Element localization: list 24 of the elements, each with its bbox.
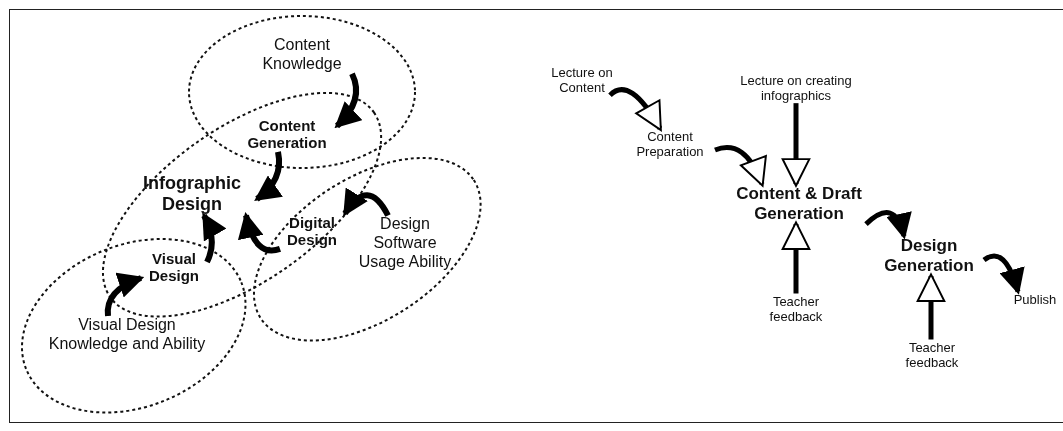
dotted-ellipse (252, 156, 482, 342)
stage-label: Design Generation (874, 236, 984, 277)
text-label: Lecture on creating infographics (733, 72, 859, 104)
stage-label: Digital Design (279, 213, 345, 249)
curved-arrow (781, 103, 811, 187)
curved-arrow (254, 151, 283, 202)
dotted-ellipse (188, 15, 416, 169)
stage-label: Infographic Design (127, 173, 257, 216)
text-label: Teacher feedback (761, 293, 831, 325)
text-label: Lecture on Content (542, 64, 622, 96)
text-label: Publish (1005, 291, 1063, 307)
stage-label: Content Generation (237, 116, 337, 152)
text-label: Teacher feedback (897, 339, 967, 371)
curved-arrow (916, 273, 946, 340)
text-label: Content Knowledge (247, 36, 357, 74)
text-label: Content Preparation (625, 128, 715, 160)
stage-label: Visual Design (141, 249, 207, 285)
curved-arrow (201, 212, 227, 264)
dotted-ellipse (21, 238, 247, 414)
curved-arrow (334, 72, 363, 129)
curved-arrow (781, 221, 811, 294)
text-label: Visual Design Knowledge and Ability (44, 316, 210, 354)
text-label: Design Software Usage Ability (355, 215, 455, 273)
stage-label: Content & Draft Generation (719, 184, 879, 225)
